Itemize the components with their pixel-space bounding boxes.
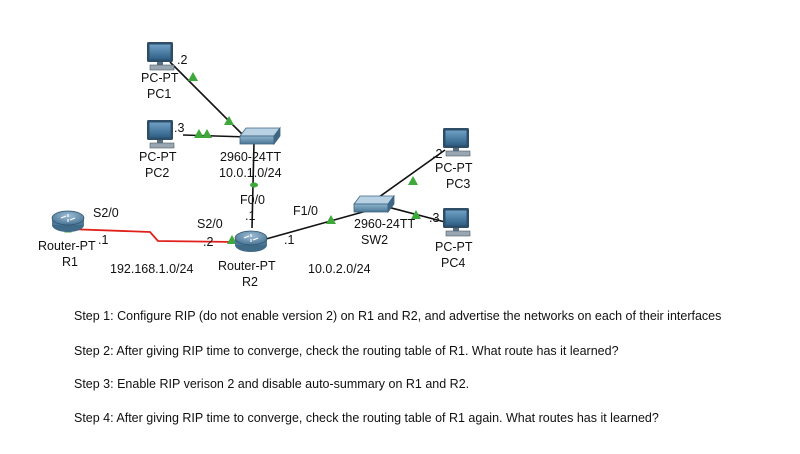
pc3-type-label: PC-PT xyxy=(435,161,473,175)
step-2: Step 2: After giving RIP time to converg… xyxy=(74,344,619,358)
pc4-type-label: PC-PT xyxy=(435,240,473,254)
pc1-type-label: PC-PT xyxy=(141,71,179,85)
link-status-icon xyxy=(188,72,198,81)
pc4-port-label: .3 xyxy=(429,211,439,225)
link-pc2-sw1 xyxy=(182,134,249,138)
step-1: Step 1: Configure RIP (do not enable ver… xyxy=(74,309,722,323)
link-status-icon xyxy=(408,176,418,185)
sw2-type-label: 2960-24TT xyxy=(354,217,416,231)
lan2-network-label: 10.0.2.0/24 xyxy=(308,262,371,276)
serial-network-label: 192.168.1.0/24 xyxy=(110,262,193,276)
r2-serial-ip-label: .2 xyxy=(203,235,213,249)
pc4-name-label: PC4 xyxy=(441,256,465,270)
r2-serial-interface-label: S2/0 xyxy=(197,217,223,231)
router-r2-icon[interactable] xyxy=(234,230,268,253)
pc1-icon[interactable] xyxy=(146,41,175,71)
r2-f0-ip-label: .1 xyxy=(245,209,255,223)
router-r1-icon[interactable] xyxy=(51,210,85,233)
link-pc1-sw1 xyxy=(169,61,247,139)
link-serial-r1-r2 xyxy=(67,228,237,243)
pc1-name-label: PC1 xyxy=(147,87,171,101)
step-3: Step 3: Enable RIP verison 2 and disable… xyxy=(74,377,470,391)
link-status-icon xyxy=(250,182,258,188)
pc3-name-label: PC3 xyxy=(446,177,470,191)
link-r2-sw2 xyxy=(265,209,371,240)
pc3-port-label: .2 xyxy=(432,147,442,161)
pc1-port-label: .2 xyxy=(177,53,187,67)
step-4: Step 4: After giving RIP time to converg… xyxy=(74,411,659,425)
link-status-icon xyxy=(194,129,204,138)
pc2-port-label: .3 xyxy=(174,121,184,135)
r1-name-label: R1 xyxy=(62,255,78,269)
network-topology-diagram: .2 PC-PT PC1 .3 PC-PT PC2 2960-24TT 10.0… xyxy=(38,41,473,289)
pc2-name-label: PC2 xyxy=(145,166,169,180)
switch-sw2-icon[interactable] xyxy=(353,195,395,213)
pc3-icon[interactable] xyxy=(442,127,471,157)
sw2-name-label: SW2 xyxy=(361,233,388,247)
r2-type-label: Router-PT xyxy=(218,259,276,273)
r1-type-label: Router-PT xyxy=(38,239,96,253)
r2-f0-interface-label: F0/0 xyxy=(240,193,265,207)
sw1-type-label: 2960-24TT xyxy=(220,150,282,164)
r1-interface-label: S2/0 xyxy=(93,206,119,220)
sw1-network-label: 10.0.1.0/24 xyxy=(219,166,282,180)
r2-f1-ip-label: .1 xyxy=(284,233,294,247)
r2-name-label: R2 xyxy=(242,275,258,289)
r1-ip-label: .1 xyxy=(98,233,108,247)
switch-sw1-icon[interactable] xyxy=(239,127,281,145)
link-status-icon xyxy=(202,129,212,138)
pc4-icon[interactable] xyxy=(442,207,471,237)
link-sw2-pc3 xyxy=(371,149,446,203)
pc2-type-label: PC-PT xyxy=(139,150,177,164)
r2-f1-interface-label: F1/0 xyxy=(293,204,318,218)
pc2-icon[interactable] xyxy=(146,119,175,149)
